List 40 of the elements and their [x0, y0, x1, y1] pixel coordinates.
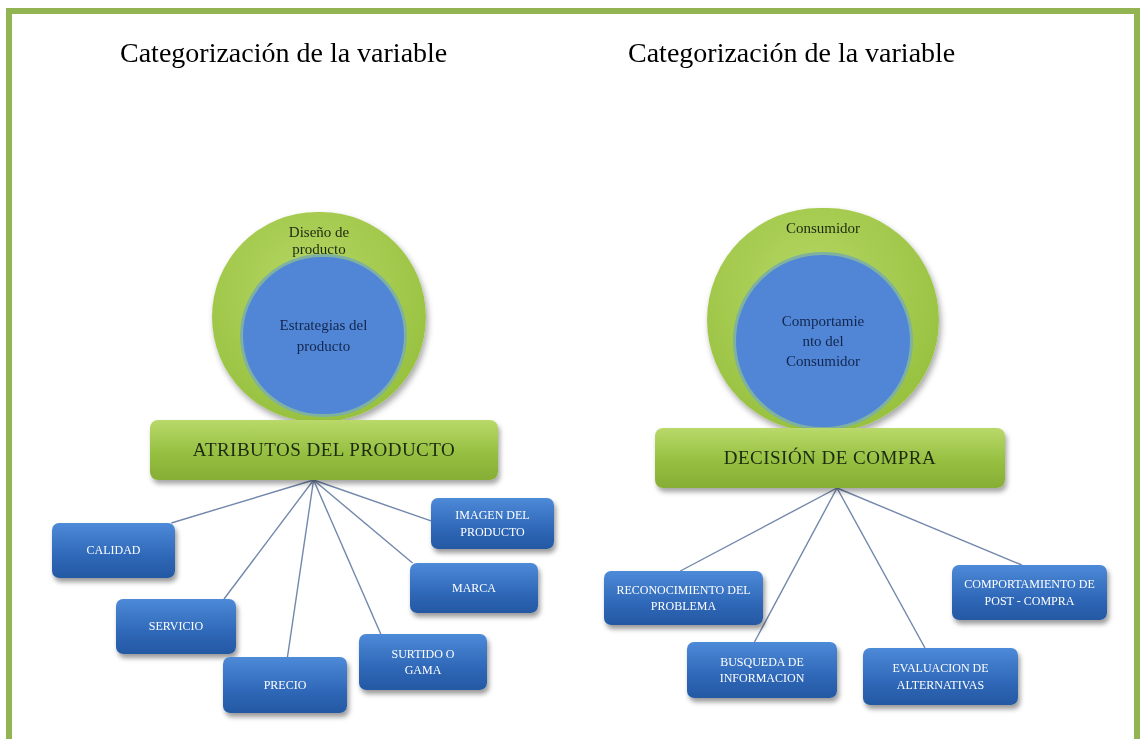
connector-line — [836, 487, 926, 649]
node-text: ATRIBUTOS DEL PRODUCTO — [192, 437, 456, 462]
node-text: EVALUACION DE ALTERNATIVAS — [891, 660, 990, 693]
connector-line — [312, 479, 432, 522]
connector-line — [679, 487, 838, 572]
item-box — [687, 642, 837, 698]
item-box — [410, 563, 538, 613]
connector-line — [312, 479, 414, 564]
node-text: CALIDAD — [86, 542, 141, 559]
item-box — [952, 565, 1107, 620]
node-text: RECONOCIMIENTO DEL PROBLEMA — [616, 581, 751, 615]
item-box — [431, 498, 554, 549]
node-text: MARCA — [452, 579, 496, 597]
node-text: SERVICIO — [148, 618, 204, 635]
item-box — [863, 648, 1018, 705]
connector-line — [753, 487, 838, 643]
connector-line — [836, 487, 1023, 566]
connector-line — [170, 479, 315, 524]
node-text: SURTIDO O GAMA — [390, 645, 456, 679]
node-text: IMAGEN DEL PRODUCTO — [454, 507, 531, 540]
node-text: Estrategias del producto — [278, 316, 369, 356]
connector-line — [312, 479, 382, 635]
node-text: Comportamie nto del Consumidor — [780, 311, 866, 372]
connector-line — [223, 479, 315, 600]
category-bar — [150, 420, 498, 480]
item-box — [52, 523, 175, 578]
item-box — [223, 657, 347, 713]
node-text: PRECIO — [263, 676, 307, 694]
section-heading: Categorización de la variable — [120, 36, 448, 70]
node-text: Diseño de producto — [287, 224, 351, 259]
node-text: Consumidor — [785, 220, 861, 238]
connector-line — [286, 479, 315, 658]
section-heading: Categorización de la variable — [628, 36, 956, 70]
node-text: BUSQUEDA DE INFORMACION — [718, 653, 806, 687]
item-box — [604, 571, 763, 625]
category-bar — [655, 428, 1005, 488]
item-box — [359, 634, 487, 690]
node-text: COMPORTAMIENTO DE POST - COMPRA — [963, 576, 1096, 609]
item-box — [116, 599, 236, 654]
node-text: DECISIÓN DE COMPRA — [723, 445, 937, 470]
